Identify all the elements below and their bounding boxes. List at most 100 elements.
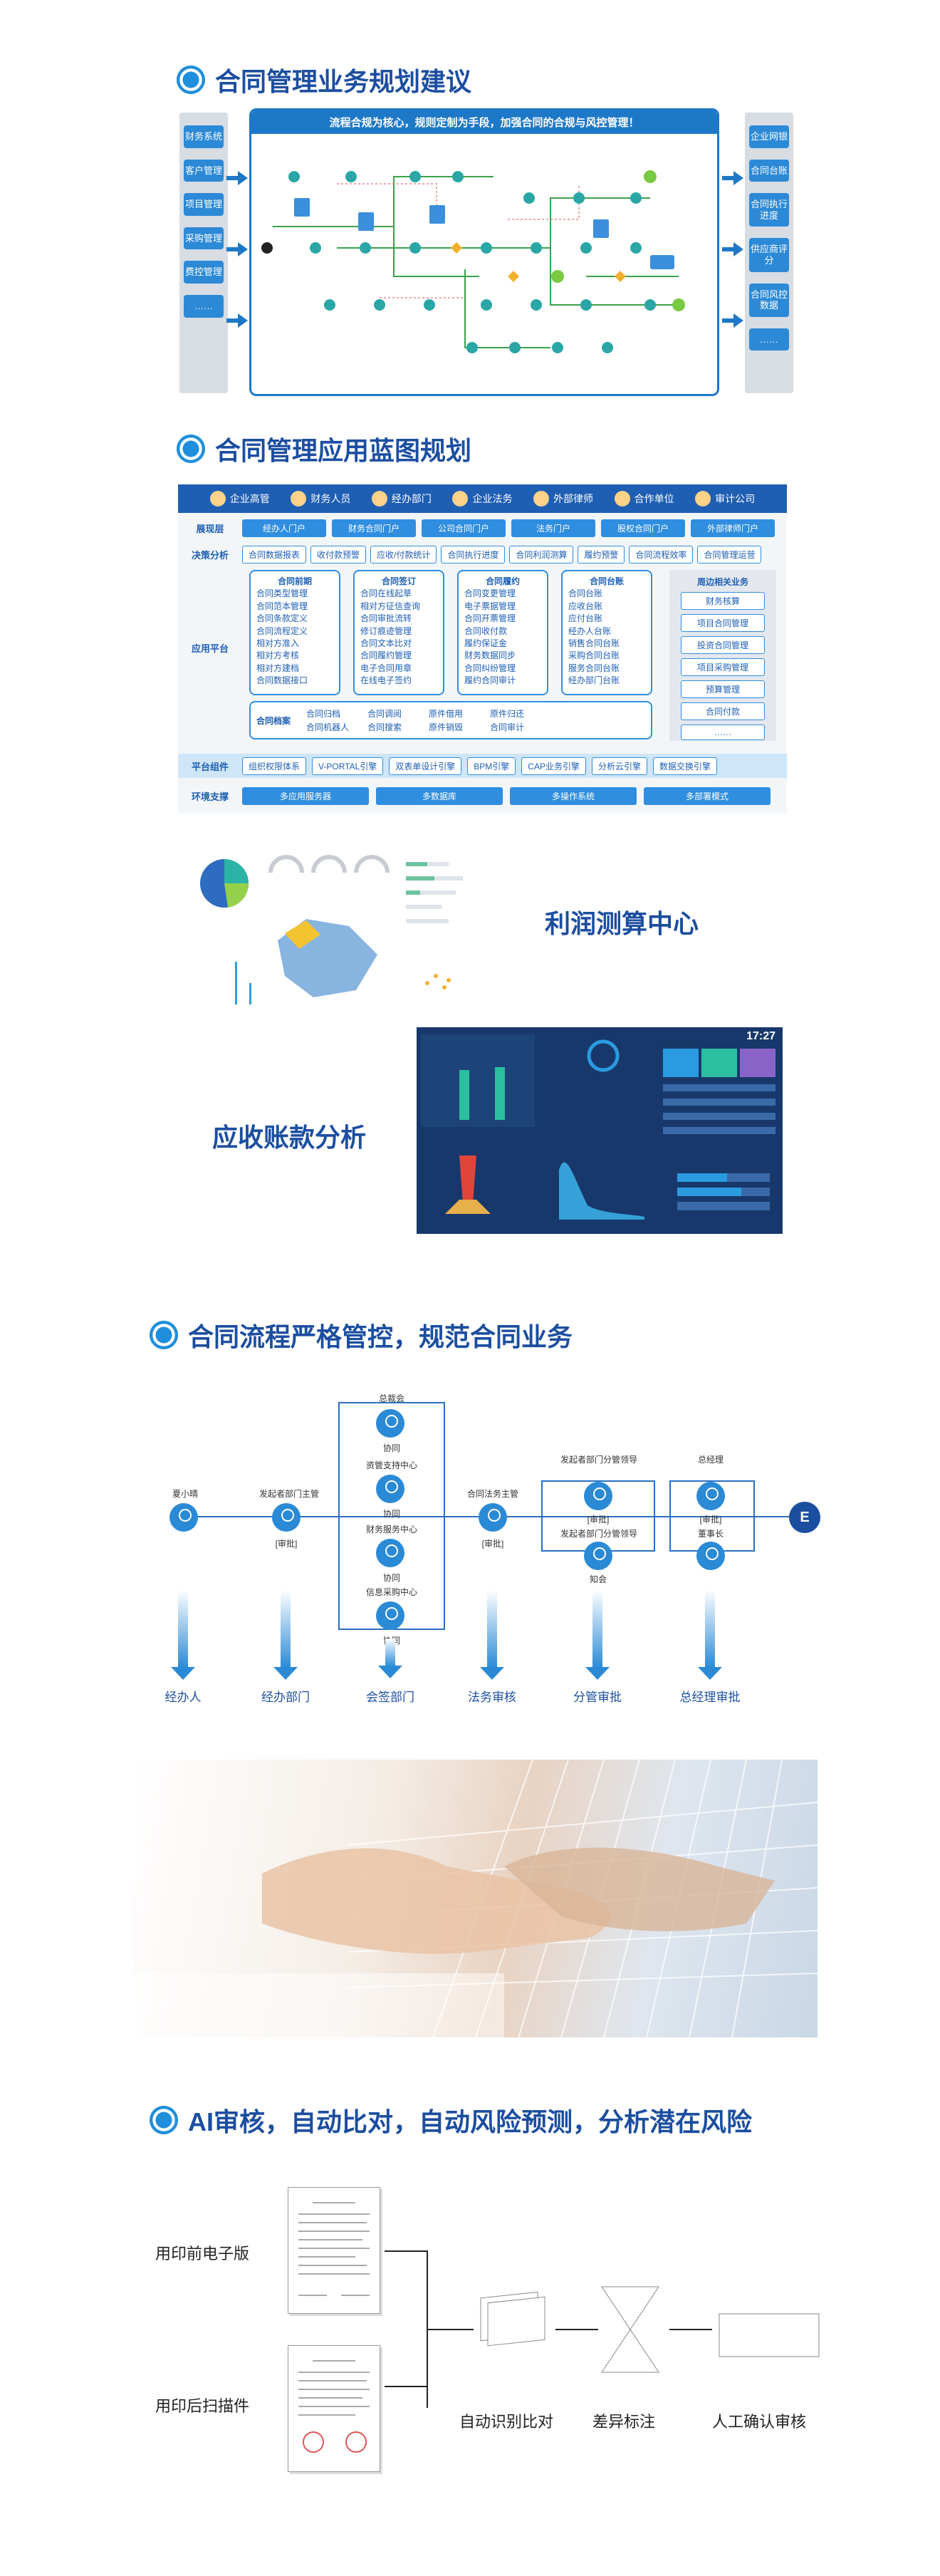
right-item[interactable]: 合同风控数据 [749, 283, 789, 317]
user-node-icon[interactable] [169, 1503, 198, 1532]
user-node-icon[interactable] [376, 1475, 404, 1503]
node-label: 合同法务主管 [466, 1489, 518, 1499]
portal-pill[interactable]: 法务门户 [511, 519, 595, 537]
right-item[interactable]: 供应商评分 [749, 238, 789, 272]
down-arrow-icon [698, 1590, 722, 1680]
document-icon[interactable] [288, 2187, 380, 2314]
env-pill[interactable]: 多操作系统 [510, 786, 637, 805]
decision-pill[interactable]: 履约预警 [578, 545, 625, 564]
user-node-icon[interactable] [376, 1409, 404, 1438]
left-item[interactable]: 采购管理 [184, 227, 224, 250]
section6-title: AI审核，自动比对，自动风险预测，分析潜在风险 [150, 2102, 752, 2139]
portal-pill[interactable]: 公司合同门户 [422, 519, 506, 537]
component-pill[interactable]: 数据交换引擎 [653, 757, 718, 775]
component-pill[interactable]: 分析云引擎 [591, 757, 647, 775]
role-item: 企业高管 [209, 491, 270, 507]
user-node-icon[interactable] [376, 1601, 404, 1630]
node-tag: [审批] [587, 1515, 610, 1525]
arrow-right-icon [722, 313, 743, 328]
node-tag: [审批] [481, 1539, 504, 1549]
role-item: 财务人员 [291, 491, 350, 507]
left-item[interactable]: 项目管理 [184, 193, 224, 216]
component-pill[interactable]: CAP业务引擎 [521, 757, 586, 775]
module-box: 合同履约 合同变更管理 电子票据管理 合同开票管理 合同收付款 履约保证金 财务… [457, 570, 548, 695]
person-icon [291, 491, 307, 507]
right-item[interactable]: 合同台账 [749, 159, 789, 182]
node-label: 夏小晴 [172, 1489, 198, 1499]
decision-pill[interactable]: 收付款预警 [310, 545, 367, 564]
right-item[interactable]: …… [749, 328, 789, 351]
decision-pill[interactable]: 合同利润测算 [509, 545, 574, 564]
related-business: 周边相关业务 财务核算 项目合同管理 投资合同管理 项目采购管理 预算管理 合同… [669, 570, 776, 741]
bullet-icon [150, 1321, 178, 1349]
env-pill[interactable]: 多应用服务器 [242, 786, 369, 805]
user-node-icon[interactable] [584, 1482, 612, 1510]
doc-before-label: 用印前电子版 [155, 2245, 250, 2263]
dashboard-graphics [421, 1034, 776, 1220]
node-label: 发起者部门分管领导 [560, 1455, 637, 1465]
role-label: 经办人 [164, 1690, 202, 1704]
user-node-icon[interactable] [696, 1482, 725, 1510]
person-icon [614, 491, 630, 507]
row-environment: 环境支撑 多应用服务器 多数据库 多操作系统 多部署模式 [178, 784, 787, 808]
doc-after-label: 用印后扫描件 [155, 2397, 250, 2415]
node-label: 总经理 [697, 1455, 724, 1465]
decision-pill[interactable]: 合同数据报表 [242, 545, 307, 564]
person-icon [533, 491, 550, 507]
app-platform-label: 应用平台 [191, 643, 229, 654]
step-auto-compare: 自动识别比对 [459, 2413, 554, 2431]
process-diagram: 流程合规为核心，规则定制为手段，加强合同的合规与风控管理！ [249, 108, 719, 396]
role-item: 企业法务 [452, 491, 512, 507]
component-pill[interactable]: 双表单设计引擎 [389, 757, 462, 775]
node-tag: 知会 [589, 1574, 607, 1584]
left-item[interactable]: 客户管理 [184, 159, 224, 182]
env-pill[interactable]: 多部署模式 [644, 786, 771, 805]
down-arrow-icon [378, 1638, 402, 1678]
seal-icon [345, 2431, 367, 2453]
role-label: 总经理审批 [679, 1690, 741, 1704]
node-label: 董事长 [697, 1529, 724, 1539]
scanned-document-icon[interactable] [288, 2345, 380, 2472]
role-item: 外部律师 [533, 491, 593, 507]
down-arrow-icon [585, 1590, 610, 1680]
component-pill[interactable]: V-PORTAL引擎 [312, 757, 384, 775]
component-pill[interactable]: 组织权限体系 [242, 757, 307, 775]
decision-pill[interactable]: 应收/付款统计 [370, 545, 437, 564]
role-label: 分管审批 [573, 1690, 622, 1704]
analytics-collage [200, 855, 463, 1004]
node-tag: [审批] [275, 1539, 298, 1549]
portal-pill[interactable]: 外部律师门户 [691, 519, 775, 537]
decision-pill[interactable]: 合同执行进度 [441, 545, 506, 564]
portal-pill[interactable]: 经办人门户 [242, 519, 326, 537]
env-pill[interactable]: 多数据库 [376, 786, 503, 805]
bullet-icon [177, 435, 205, 463]
user-node-icon[interactable] [272, 1503, 301, 1532]
user-node-icon[interactable] [696, 1542, 725, 1570]
left-item[interactable]: …… [184, 294, 224, 318]
decision-pill[interactable]: 合同流程效率 [629, 545, 694, 564]
portal-pill[interactable]: 股权合同门户 [601, 519, 685, 537]
arrow-right-icon [722, 242, 743, 256]
portal-pill[interactable]: 财务合同门户 [332, 519, 416, 537]
role-item: 经办部门 [371, 491, 432, 507]
right-item[interactable]: 企业网银 [749, 125, 789, 148]
seal-icon [303, 2431, 324, 2453]
end-node[interactable]: E [789, 1502, 820, 1533]
user-node-icon[interactable] [479, 1503, 507, 1532]
decision-pill[interactable]: 合同管理运营 [697, 545, 762, 564]
left-item[interactable]: 财务系统 [184, 125, 224, 148]
section1-title: 合同管理业务规划建议 [177, 61, 471, 98]
component-pill[interactable]: BPM引擎 [467, 757, 516, 775]
bullet-icon [150, 2106, 178, 2134]
person-icon [695, 491, 711, 507]
down-arrow-icon [480, 1590, 504, 1680]
compare-flow-graphic [385, 2250, 820, 2408]
module-box: 合同台账 合同台账 应收台账 应付台账 经办人台账 销售合同台账 采购合同台账 … [561, 570, 652, 695]
left-item[interactable]: 费控管理 [184, 261, 224, 284]
user-node-icon[interactable] [376, 1539, 404, 1567]
right-item[interactable]: 合同执行进度 [749, 193, 789, 227]
user-node-icon[interactable] [584, 1542, 612, 1570]
node-tag: 协同 [382, 1509, 400, 1519]
arrow-right-icon [722, 171, 743, 185]
role-label: 经办部门 [261, 1690, 310, 1704]
